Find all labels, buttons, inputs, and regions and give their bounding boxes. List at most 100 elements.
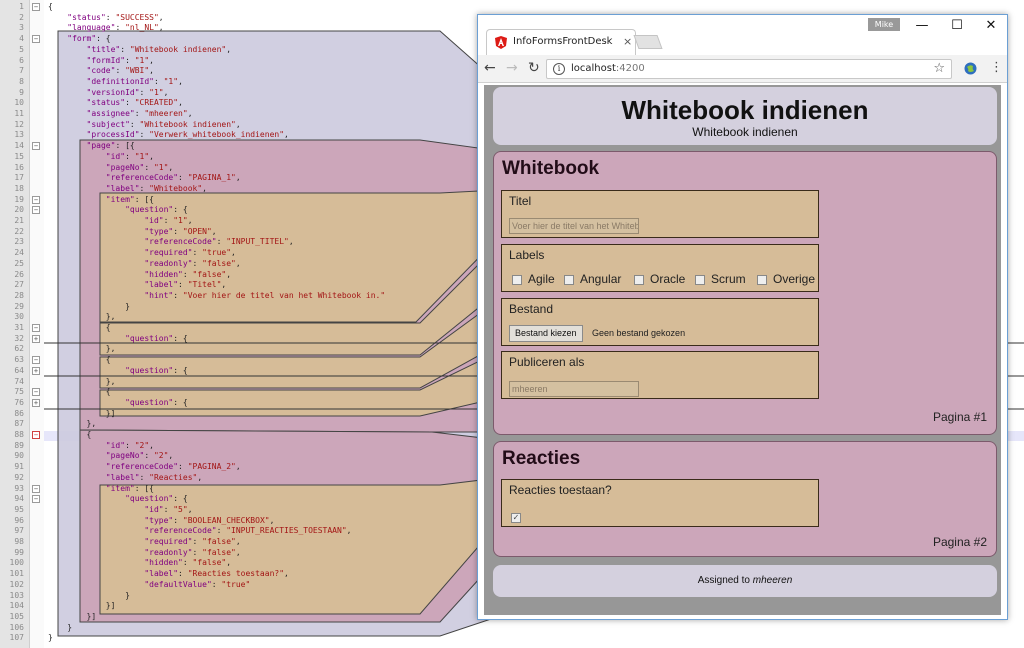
title-bar: InfoFormsFrontDesk × Mike — ☐ ✕ bbox=[478, 15, 1007, 55]
menu-icon[interactable]: ⋮ bbox=[990, 60, 1003, 75]
fold-marker-icon[interactable]: − bbox=[32, 484, 40, 493]
extension-icon[interactable] bbox=[964, 62, 977, 75]
browser-tab[interactable]: InfoFormsFrontDesk × bbox=[486, 29, 636, 55]
forward-arrow-icon[interactable]: → bbox=[506, 60, 518, 76]
new-tab-button[interactable] bbox=[633, 35, 663, 49]
info-icon[interactable]: i bbox=[553, 63, 565, 75]
line-number: 89 bbox=[14, 440, 24, 450]
reacties-checkbox[interactable]: ✓ bbox=[511, 513, 521, 523]
line-number: 74 bbox=[14, 376, 24, 386]
line-number: 25 bbox=[14, 258, 24, 268]
line-number: 13 bbox=[14, 130, 24, 140]
line-number: 98 bbox=[14, 537, 24, 546]
star-icon[interactable]: ☆ bbox=[933, 61, 945, 76]
code-line: "id": "2", bbox=[105, 440, 154, 450]
code-line: "readonly": "false", bbox=[144, 258, 241, 268]
line-number: 32 bbox=[14, 333, 24, 343]
page-1-title: Whitebook bbox=[502, 158, 600, 179]
fold-marker-icon[interactable]: + bbox=[32, 334, 40, 343]
form-page-1: Whitebook Titel Voer hier de titel van h… bbox=[493, 151, 997, 435]
code-line: "label": "Titel", bbox=[144, 280, 227, 290]
address-bar[interactable]: i localhost:4200 ☆ bbox=[546, 59, 952, 79]
line-number: 24 bbox=[14, 248, 24, 258]
fold-marker-icon[interactable]: − bbox=[32, 431, 40, 439]
line-number: 97 bbox=[14, 526, 24, 536]
code-line: }, bbox=[48, 376, 116, 386]
code-line: "item": [{ bbox=[105, 483, 154, 493]
code-line: "question": { bbox=[125, 365, 188, 375]
line-number: 4 bbox=[19, 34, 24, 44]
maximize-button[interactable]: ☐ bbox=[951, 18, 963, 33]
code-line: "label": "Reacties toestaan?", bbox=[144, 569, 289, 579]
checkbox-oracle[interactable] bbox=[634, 275, 644, 285]
checkbox-overige[interactable] bbox=[757, 275, 767, 285]
line-number: 86 bbox=[14, 408, 24, 418]
url-text[interactable]: localhost:4200 bbox=[571, 63, 645, 74]
fold-marker-icon[interactable]: − bbox=[32, 495, 40, 504]
minimize-button[interactable]: — bbox=[915, 18, 929, 33]
fold-marker-icon[interactable]: − bbox=[32, 142, 40, 151]
question-label: Titel bbox=[509, 194, 532, 208]
line-number: 20 bbox=[14, 205, 24, 215]
code-line: "referenceCode": "PAGINA_1", bbox=[105, 173, 241, 183]
code-line: } bbox=[48, 590, 130, 600]
line-number: 102 bbox=[9, 579, 24, 589]
tab-title: InfoFormsFrontDesk bbox=[513, 36, 613, 47]
fold-marker-icon[interactable]: − bbox=[32, 206, 40, 215]
code-line: { bbox=[48, 323, 111, 332]
fold-marker-icon[interactable]: + bbox=[32, 366, 40, 375]
checkbox-label: Overige bbox=[773, 272, 816, 286]
checkbox-label: Oracle bbox=[650, 272, 686, 286]
code-line: "title": "Whitebook indienen", bbox=[86, 44, 232, 54]
line-number: 94 bbox=[14, 494, 24, 504]
question-label: Bestand bbox=[509, 302, 554, 316]
page-title: Whitebook indienen bbox=[621, 95, 869, 125]
checkbox-angular[interactable] bbox=[564, 275, 574, 285]
file-choose-button[interactable]: Bestand kiezen bbox=[509, 325, 583, 342]
checkbox-agile[interactable] bbox=[512, 275, 522, 285]
publiceren-input[interactable]: mheeren bbox=[509, 381, 639, 397]
line-number: 100 bbox=[9, 558, 24, 568]
code-line: }] bbox=[48, 611, 97, 621]
titel-input[interactable]: Voer hier de titel van het Whitebook in. bbox=[509, 218, 639, 234]
code-line: "referenceCode": "PAGINA_2", bbox=[105, 462, 241, 472]
code-line: "status": "CREATED", bbox=[86, 98, 183, 108]
line-number: 31 bbox=[14, 323, 24, 332]
window-close-button[interactable]: ✕ bbox=[985, 18, 997, 33]
code-line: "processId": "Verwerk_whitebook_indienen… bbox=[86, 130, 289, 140]
line-number: 5 bbox=[19, 44, 24, 54]
browser-window[interactable]: InfoFormsFrontDesk × Mike — ☐ ✕ ← → ↻ i … bbox=[477, 14, 1008, 620]
fold-marker-icon[interactable]: − bbox=[32, 195, 40, 204]
back-arrow-icon[interactable]: ← bbox=[484, 60, 496, 76]
code-line: "formId": "1", bbox=[86, 55, 154, 65]
line-number: 8 bbox=[19, 76, 24, 86]
line-number: 10 bbox=[14, 98, 24, 108]
user-badge[interactable]: Mike bbox=[868, 18, 900, 31]
question-publiceren: Publiceren als mheeren bbox=[501, 351, 819, 399]
line-number: 93 bbox=[14, 483, 24, 493]
code-line: { bbox=[48, 387, 111, 397]
fold-marker-icon[interactable]: − bbox=[32, 388, 40, 397]
question-bestand: Bestand Bestand kiezen Geen bestand geko… bbox=[501, 298, 819, 346]
code-line: "pageNo": "2", bbox=[105, 451, 174, 461]
line-number: 107 bbox=[9, 633, 24, 643]
code-line: "hidden": "false", bbox=[144, 558, 232, 568]
code-line: "referenceCode": "INPUT_REACTIES_TOESTAA… bbox=[144, 526, 352, 536]
checkbox-scrum[interactable] bbox=[695, 275, 705, 285]
code-line: "id": "5", bbox=[144, 504, 193, 514]
code-line: }, bbox=[48, 312, 116, 322]
fold-marker-icon[interactable]: − bbox=[32, 3, 40, 11]
reload-icon[interactable]: ↻ bbox=[528, 60, 540, 76]
fold-marker-icon[interactable]: − bbox=[32, 324, 40, 332]
code-line: { bbox=[48, 430, 92, 439]
page-2-title: Reacties bbox=[502, 448, 581, 469]
fold-marker-icon[interactable]: + bbox=[32, 398, 40, 407]
line-number: 3 bbox=[19, 23, 24, 33]
line-number: 104 bbox=[9, 601, 24, 611]
checkbox-label: Angular bbox=[580, 272, 622, 286]
close-icon[interactable]: × bbox=[623, 35, 633, 48]
code-line: "question": { bbox=[125, 333, 188, 343]
code-line: "hidden": "false", bbox=[144, 269, 232, 279]
fold-marker-icon[interactable]: − bbox=[32, 35, 40, 44]
fold-marker-icon[interactable]: − bbox=[32, 356, 40, 365]
